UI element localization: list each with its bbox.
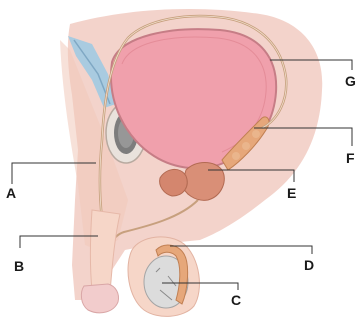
- seminal-vesicle-lobe-1: [232, 152, 240, 160]
- label-d: D: [304, 257, 314, 273]
- glans: [81, 284, 118, 313]
- seminal-vesicle-lobe-2: [242, 142, 250, 150]
- label-f: F: [346, 150, 355, 166]
- label-e: E: [287, 185, 296, 201]
- prostate-gland: [182, 163, 224, 201]
- label-g: G: [345, 73, 356, 89]
- seminal-vesicle-lobe-3: [252, 130, 260, 138]
- label-a: A: [6, 185, 16, 201]
- label-c: C: [231, 292, 241, 308]
- label-b: B: [14, 258, 24, 274]
